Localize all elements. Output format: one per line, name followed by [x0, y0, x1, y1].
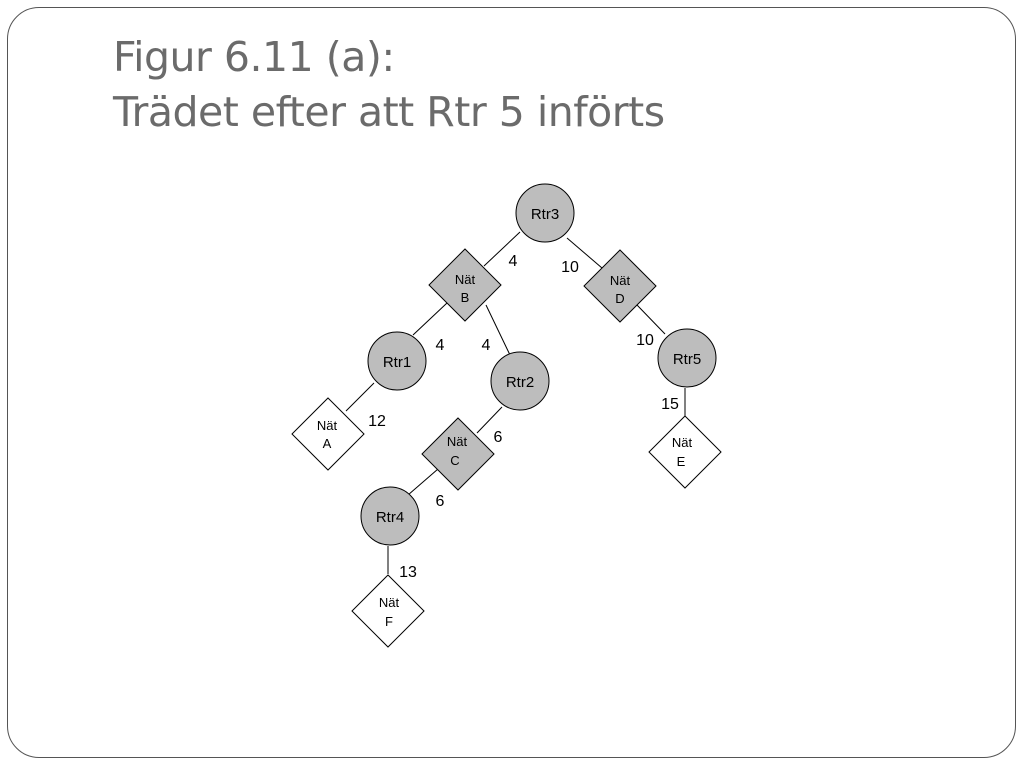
router-rtr4: Rtr4: [360, 486, 420, 546]
nat-a-label-line1: Nät: [317, 418, 338, 433]
cost-rtr3-natB: 4: [509, 253, 518, 270]
rtr5-label: Rtr5: [673, 351, 701, 368]
router-rtr5: Rtr5: [657, 328, 717, 388]
edge-natB-rtr1: [412, 302, 448, 336]
network-nat-c: Nät C: [421, 417, 495, 491]
cost-rtr4-natF: 13: [399, 564, 417, 581]
nat-e-label-line2: E: [677, 454, 686, 469]
edge-rtr3-natD: [566, 237, 603, 269]
router-rtr3: Rtr3: [515, 183, 575, 243]
network-nat-a: Nät A: [291, 397, 365, 471]
cost-natB-rtr1: 4: [436, 337, 445, 354]
nat-c-label-line2: C: [450, 453, 459, 468]
network-nat-b: Nät B: [428, 248, 502, 322]
network-nat-d: Nät D: [583, 249, 657, 323]
rtr3-label: Rtr3: [531, 206, 559, 223]
nat-d-label-line1: Nät: [610, 273, 631, 288]
nat-a-label-line2: A: [323, 436, 332, 451]
title-line-1: Figur 6.11 (a):: [113, 33, 395, 81]
edge-natB-rtr2: [485, 304, 511, 356]
cost-rtr3-natD: 10: [561, 259, 579, 276]
rtr1-label: Rtr1: [383, 354, 411, 371]
cost-rtr5-natE: 15: [661, 396, 679, 413]
title-line-2: Trädet efter att Rtr 5 införts: [113, 88, 665, 136]
network-nat-f: Nät F: [351, 574, 425, 648]
nat-f-label-line2: F: [385, 614, 393, 629]
nat-f-label-line1: Nät: [379, 595, 400, 610]
edge-natC-rtr4: [407, 468, 439, 496]
edge-rtr3-natB: [483, 231, 521, 267]
router-rtr1: Rtr1: [367, 331, 427, 391]
nat-b-label-line2: B: [461, 290, 470, 305]
edge-rtr1-natA: [345, 382, 375, 412]
edge-natD-rtr5: [636, 304, 666, 335]
cost-natB-rtr2: 4: [482, 337, 491, 354]
edge-rtr2-natC: [476, 406, 503, 434]
tree-edges: [345, 231, 686, 574]
cost-natD-rtr5: 10: [636, 332, 654, 349]
edge-costs: 4 10 4 4 10 12 6 6 15 13: [368, 253, 679, 581]
slide-title: Figur 6.11 (a): Trädet efter att Rtr 5 i…: [113, 30, 665, 140]
network-nat-e: Nät E: [648, 415, 722, 489]
nat-e-label-line1: Nät: [672, 435, 693, 450]
nat-d-label-line2: D: [615, 291, 624, 306]
cost-rtr1-natA: 12: [368, 413, 386, 430]
cost-rtr2-natC: 6: [494, 429, 503, 446]
nat-b-label-line1: Nät: [455, 272, 476, 287]
rtr2-label: Rtr2: [506, 374, 534, 391]
rtr4-label: Rtr4: [376, 509, 404, 526]
router-rtr2: Rtr2: [490, 351, 550, 411]
cost-natC-rtr4: 6: [436, 493, 445, 510]
nat-c-label-line1: Nät: [447, 434, 468, 449]
